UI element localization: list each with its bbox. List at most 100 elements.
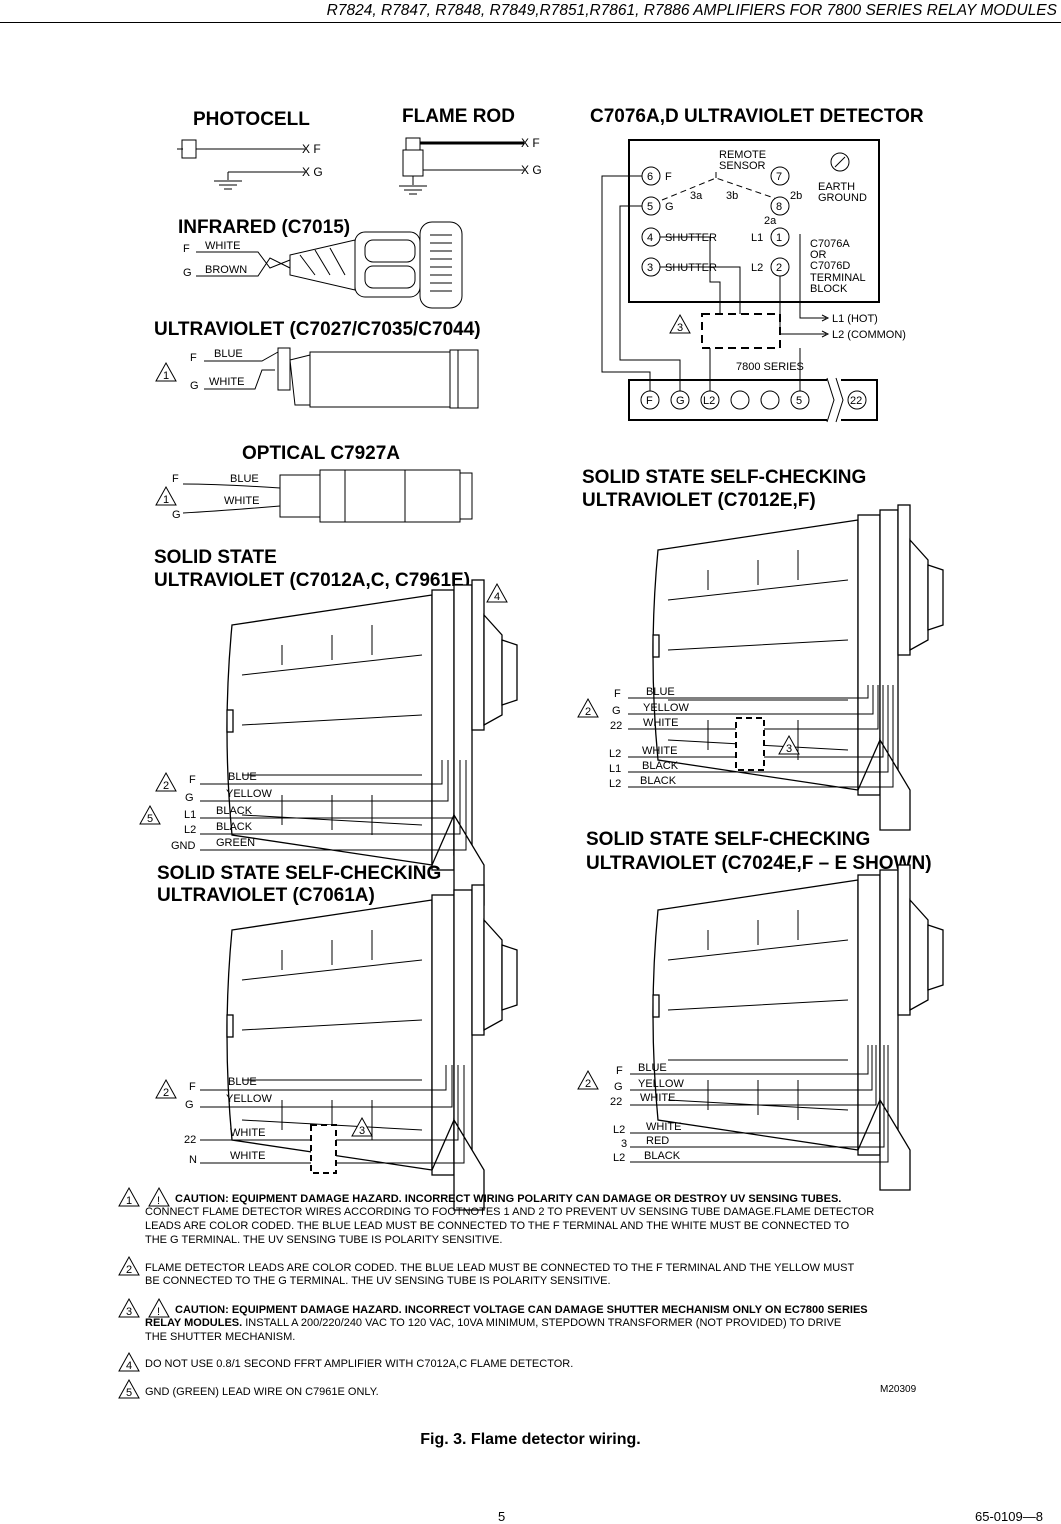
terminal-2: 2 bbox=[776, 262, 782, 274]
c7012e-term-l1: L1 bbox=[609, 763, 621, 775]
c7076-f: F bbox=[665, 171, 672, 183]
c7024e-wire-yellow: YELLOW bbox=[638, 1078, 684, 1090]
c7061a-wire-white-1: WHITE bbox=[230, 1127, 265, 1139]
c7076-title: C7076A,D ULTRAVIOLET DETECTOR bbox=[590, 106, 924, 127]
c7024e-wire-white-1: WHITE bbox=[640, 1092, 675, 1104]
c7024e-section: SOLID STATE SELF-CHECKING ULTRAVIOLET (C… bbox=[577, 829, 944, 1191]
svg-text:4: 4 bbox=[126, 1360, 132, 1372]
c7012e-wire-black-2: BLACK bbox=[640, 775, 677, 787]
photocell-g-label: X G bbox=[302, 165, 323, 179]
c7012a-section: SOLID STATE ULTRAVIOLET (C7012A,C, C7961… bbox=[139, 547, 518, 906]
c7024e-wire-white-2: WHITE bbox=[646, 1121, 681, 1133]
footnote-markers: 1 ! 2 3 ! 4 5 bbox=[118, 1187, 170, 1399]
note-3-marker: 3 bbox=[669, 314, 691, 334]
c7012e-section: SOLID STATE SELF-CHECKING ULTRAVIOLET (C… bbox=[577, 467, 944, 831]
c7061a-detector-icon bbox=[226, 884, 518, 1211]
label-3a: 3a bbox=[690, 190, 703, 202]
block-label-2: OR bbox=[810, 249, 827, 261]
flame-rod-g-label: X G bbox=[521, 163, 542, 177]
terminal-3: 3 bbox=[647, 262, 653, 274]
strip-5: 5 bbox=[796, 395, 802, 407]
terminal-4: 4 bbox=[647, 232, 653, 244]
c7012a-title-1: SOLID STATE bbox=[154, 547, 277, 568]
c7012e-transformer-box bbox=[735, 717, 765, 771]
block-label-5: BLOCK bbox=[810, 283, 848, 295]
uv-c7027-wire-blue: BLUE bbox=[214, 348, 243, 360]
c7012a-term-f: F bbox=[189, 774, 196, 786]
footnote-3-line-1: CAUTION: EQUIPMENT DAMAGE HAZARD. INCORR… bbox=[175, 1304, 868, 1316]
uv-c7027-section: ULTRAVIOLET (C7027/C7035/C7044) 1 F G BL… bbox=[154, 319, 481, 409]
footnote-4-line-1: DO NOT USE 0.8/1 SECOND FFRT AMPLIFIER W… bbox=[145, 1358, 574, 1370]
label-2a: 2a bbox=[764, 215, 777, 227]
c7024e-term-g: G bbox=[614, 1081, 623, 1093]
svg-text:2: 2 bbox=[585, 706, 591, 718]
note-4-marker: 4 bbox=[486, 583, 508, 603]
c7012a-term-l2: L2 bbox=[184, 824, 196, 836]
svg-text:2: 2 bbox=[585, 1078, 591, 1090]
note-2-marker: 2 bbox=[155, 1079, 177, 1099]
c7012a-term-l1: L1 bbox=[184, 809, 196, 821]
c7012e-wire-white-1: WHITE bbox=[643, 717, 678, 729]
svg-text:1: 1 bbox=[126, 1195, 132, 1207]
c7061a-term-22: 22 bbox=[184, 1134, 196, 1146]
photocell-section: PHOTOCELL X F X G bbox=[177, 109, 323, 190]
terminal-8: 8 bbox=[776, 201, 782, 213]
series-label: 7800 SERIES bbox=[736, 361, 804, 373]
c7012e-detector-icon bbox=[652, 504, 944, 831]
infrared-title: INFRARED (C7015) bbox=[178, 217, 350, 238]
flame-rod-title: FLAME ROD bbox=[402, 106, 515, 127]
svg-text:2: 2 bbox=[126, 1264, 132, 1276]
c7012e-wire-white-2: WHITE bbox=[642, 745, 677, 757]
c7061a-wire-yellow: YELLOW bbox=[226, 1093, 272, 1105]
optical-title: OPTICAL C7927A bbox=[242, 443, 400, 464]
document-number: 65-0109—8 bbox=[975, 1509, 1043, 1524]
c7012e-term-22: 22 bbox=[610, 720, 622, 732]
infrared-g-label: G bbox=[183, 267, 192, 279]
optical-wire-blue: BLUE bbox=[230, 473, 259, 485]
c7061a-term-g: G bbox=[185, 1099, 194, 1111]
transformer-box bbox=[701, 313, 781, 349]
c7076-g: G bbox=[665, 201, 674, 213]
optical-f-label: F bbox=[172, 473, 179, 485]
note-1-marker: 1 bbox=[155, 486, 177, 506]
c7061a-section: SOLID STATE SELF-CHECKING ULTRAVIOLET (C… bbox=[155, 863, 518, 1211]
footnote-1-line-1: CAUTION: EQUIPMENT DAMAGE HAZARD. INCORR… bbox=[175, 1193, 842, 1205]
uv-c7027-detector-icon bbox=[277, 347, 291, 391]
c7061a-transformer-box bbox=[310, 1124, 337, 1174]
infrared-f-label: F bbox=[183, 243, 190, 255]
c7012a-wire-green: GREEN bbox=[216, 837, 255, 849]
note-1-marker: 1 bbox=[155, 362, 177, 382]
svg-text:3: 3 bbox=[126, 1306, 132, 1318]
infrared-section: INFRARED (C7015) F G WHITE BROWN bbox=[178, 217, 463, 309]
c7012e-wire-black-1: BLACK bbox=[642, 760, 679, 772]
c7061a-wire-white-2: WHITE bbox=[230, 1150, 265, 1162]
optical-detector-icon bbox=[279, 474, 321, 518]
svg-text:4: 4 bbox=[494, 591, 500, 603]
c7024e-term-l2b: L2 bbox=[613, 1152, 625, 1164]
c7012e-title-2: ULTRAVIOLET (C7012E,F) bbox=[582, 490, 816, 511]
c7024e-title-2: ULTRAVIOLET (C7024E,F – E SHOWN) bbox=[586, 853, 932, 874]
c7012a-title-2: ULTRAVIOLET (C7012A,C, C7961E) bbox=[154, 570, 470, 591]
ground-label: GROUND bbox=[818, 192, 867, 204]
c7024e-detector-icon bbox=[652, 864, 944, 1191]
page-number: 5 bbox=[498, 1509, 506, 1524]
remote-label: REMOTE bbox=[719, 149, 766, 161]
c7012a-wire-blue: BLUE bbox=[228, 771, 257, 783]
footnote-5-line-1: GND (GREEN) LEAD WIRE ON C7961E ONLY. bbox=[145, 1386, 379, 1398]
c7076-section: C7076A,D ULTRAVIOLET DETECTOR REMOTE SEN… bbox=[590, 106, 924, 424]
c7024e-wire-red: RED bbox=[646, 1135, 669, 1147]
note-3-marker: 3 bbox=[778, 735, 800, 755]
svg-text:2: 2 bbox=[163, 780, 169, 792]
strip-22: 22 bbox=[850, 395, 862, 407]
c7024e-title-1: SOLID STATE SELF-CHECKING bbox=[586, 829, 870, 850]
footnote-1-line-4: THE G TERMINAL. THE UV SENSING TUBE IS P… bbox=[145, 1234, 503, 1246]
terminal-7: 7 bbox=[776, 171, 782, 183]
drawing-number: M20309 bbox=[880, 1384, 917, 1395]
c7024e-term-f: F bbox=[616, 1065, 623, 1077]
sensor-label: SENSOR bbox=[719, 160, 766, 172]
c7076-shutter-1: SHUTTER bbox=[665, 232, 717, 244]
footnote-2-line-1: FLAME DETECTOR LEADS ARE COLOR CODED. TH… bbox=[145, 1262, 855, 1274]
svg-text:5: 5 bbox=[147, 813, 153, 825]
svg-text:1: 1 bbox=[163, 370, 169, 382]
earth-ground-icon bbox=[830, 152, 850, 172]
